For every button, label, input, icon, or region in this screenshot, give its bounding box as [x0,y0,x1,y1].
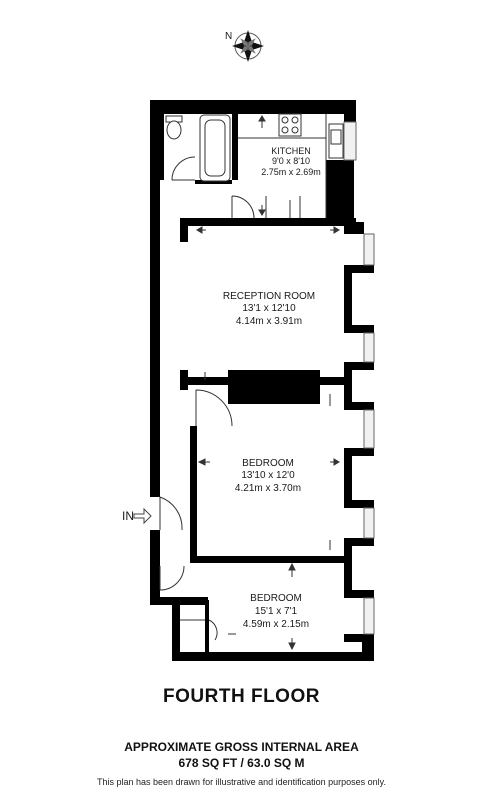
wall-pier-3b [344,448,352,508]
wall-bedroom-divider [190,556,352,563]
wall-cupboard [205,600,209,652]
wall-bottom [172,652,374,661]
toilet-icon [165,115,183,140]
wall-left [150,100,160,497]
wall-bedroom-left [190,426,197,560]
fixtures [165,113,344,621]
room-bedroom2-label: BEDROOM 15'1 x 7'1 4.59m x 2.15m [243,593,309,630]
window-bedroom-2 [363,507,375,539]
reception-name: RECEPTION ROOM [223,291,315,302]
wall-pier-2b [344,402,374,410]
wall-kitchen-bottom [180,218,356,226]
bedroom2-name: BEDROOM [250,593,302,604]
hob-icon [278,113,302,137]
wall-bath-bottom [195,180,232,184]
bathtub-icon [199,114,231,182]
wall-reception-stub [180,370,188,390]
wall-right-4 [344,538,374,546]
entrance-arrow-icon [133,507,152,525]
door-cupboard [208,619,218,641]
compass-rose-icon [232,30,264,62]
wall-pier-1b [344,265,352,333]
wall-pier-3 [344,448,374,456]
wall-bath-kitchen [232,114,238,180]
entrance-label: IN [122,509,134,523]
entrance-marker: IN [122,507,152,525]
door-kitchen [231,195,255,219]
wall-bottom-inner [172,597,180,660]
wall-pier-1 [344,265,374,273]
bedroom2-imperial: 15'1 x 7'1 [255,606,298,617]
room-kitchen-label: KITCHEN 9'0 x 8'10 2.75m x 2.69m [261,146,321,177]
window-reception-2 [363,332,375,363]
wall-reception-bottom-l [180,377,228,385]
door-bathroom [171,156,196,181]
window-kitchen [343,121,357,161]
wall-kitchen-right [344,100,356,122]
compass-north-label: N [225,31,232,42]
room-bedroom1-label: BEDROOM 13'10 x 12'0 4.21m x 3.70m [235,458,301,494]
wall-chimney-breast [228,370,320,404]
wall-right-2 [344,362,374,370]
walls [150,100,374,661]
door-bedroom2 [159,565,185,591]
reception-metric: 4.14m x 3.91m [236,316,302,327]
disclaimer: This plan has been drawn for illustrativ… [97,777,386,787]
door-bedroom [195,389,233,427]
reception-imperial: 13'1 x 12'10 [242,303,296,314]
bedroom2-metric: 4.59m x 2.15m [243,619,309,630]
wall-pier-4b [344,590,374,598]
door-kitchen-cupboard-1 [265,196,301,218]
wall-left-lower [150,530,160,605]
compass: N [225,30,264,62]
kitchen-metric: 2.75m x 2.69m [261,167,321,177]
bedroom1-metric: 4.21m x 3.70m [235,483,301,494]
doors [159,156,301,641]
wall-top [150,100,356,114]
dimension-arrows [196,115,340,651]
room-reception-label: RECEPTION ROOM 13'1 x 12'10 4.14m x 3.91… [223,291,315,327]
sink-icon [328,123,344,159]
window-bedroom2 [363,597,375,635]
kitchen-name: KITCHEN [271,146,311,156]
door-entrance [159,496,183,531]
wall-pier-1c [344,325,374,333]
wall-pier-2 [344,362,352,410]
kitchen-imperial: 9'0 x 8'10 [272,156,310,166]
area-value: 678 SQ FT / 63.0 SQ M [178,756,305,770]
wall-right-1 [344,222,364,234]
wall-pier-3c [344,500,374,508]
window-reception-1 [363,233,375,266]
wall-bathroom-side [150,100,164,180]
floor-title: FOURTH FLOOR [163,686,320,707]
wall-kitchen-chimney [326,160,354,222]
wall-right-bottom [344,634,374,642]
bedroom1-imperial: 13'10 x 12'0 [241,470,295,481]
wall-reception-bottom-r [320,377,352,385]
window-bedroom-1 [363,409,375,449]
wall-corridor-inner [180,222,188,232]
bedroom1-name: BEDROOM [242,458,294,469]
area-title: APPROXIMATE GROSS INTERNAL AREA [124,740,359,754]
wall-pier-4 [344,538,352,598]
windows [343,121,375,635]
